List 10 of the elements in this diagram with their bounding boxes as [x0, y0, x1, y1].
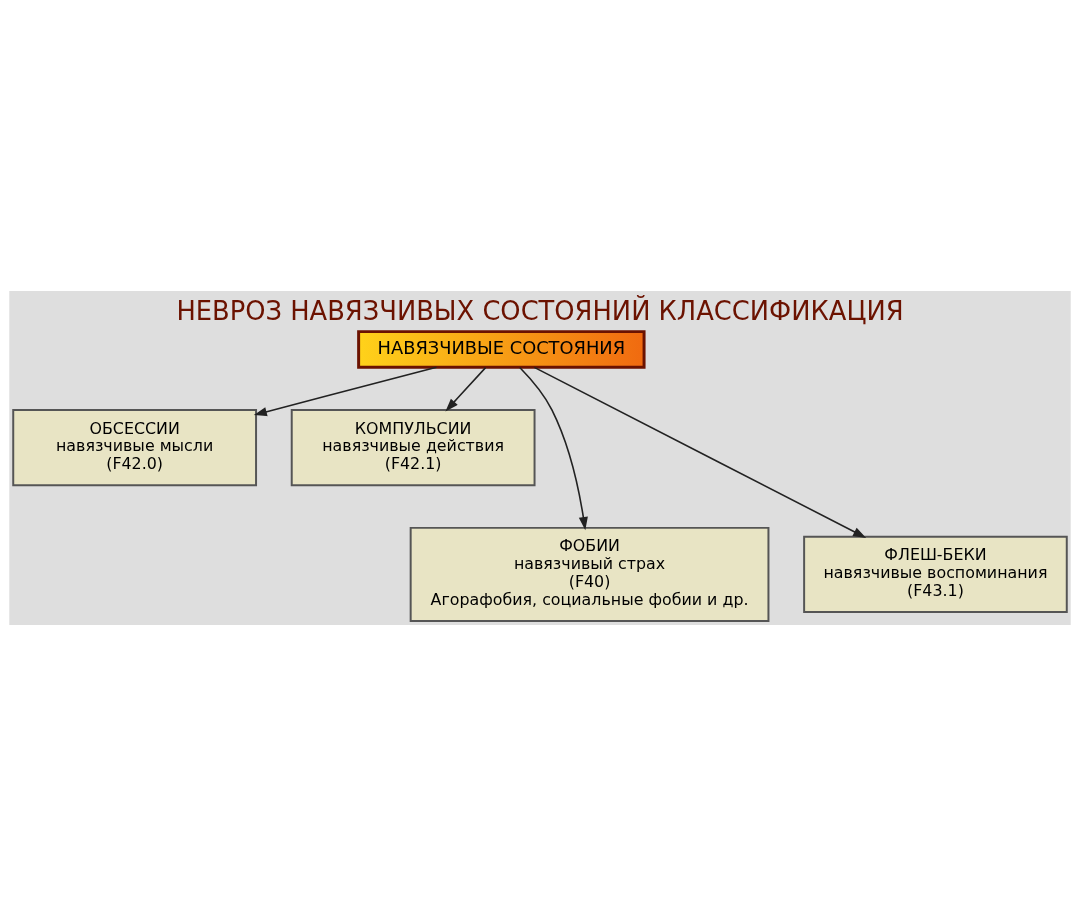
arrow — [253, 366, 438, 417]
arrow — [445, 366, 487, 412]
node-box: НАВЯЗЧИВЫЕ СОСТОЯНИЯ — [357, 330, 646, 369]
node-box: КОМПУЛЬСИИ навязчивые действия (F42.1) — [290, 408, 536, 487]
node-box: ФЛЕШ-БЕКИ навязчивые воспоминания (F43.1) — [803, 535, 1068, 614]
node-box: ОБСЕССИИ навязчивые мысли (F42.0) — [12, 408, 258, 487]
arrow — [519, 366, 588, 531]
node-box: ФОБИИ навязчивый страх (F40) Агорафобия, социальные фобии и др. — [409, 526, 770, 623]
diagram-title: НЕВРОЗ НАВЯЗЧИВЫХ СОСТОЯНИЙ КЛАССИФИКАЦИЯ — [176, 295, 904, 326]
arrow — [533, 366, 867, 538]
